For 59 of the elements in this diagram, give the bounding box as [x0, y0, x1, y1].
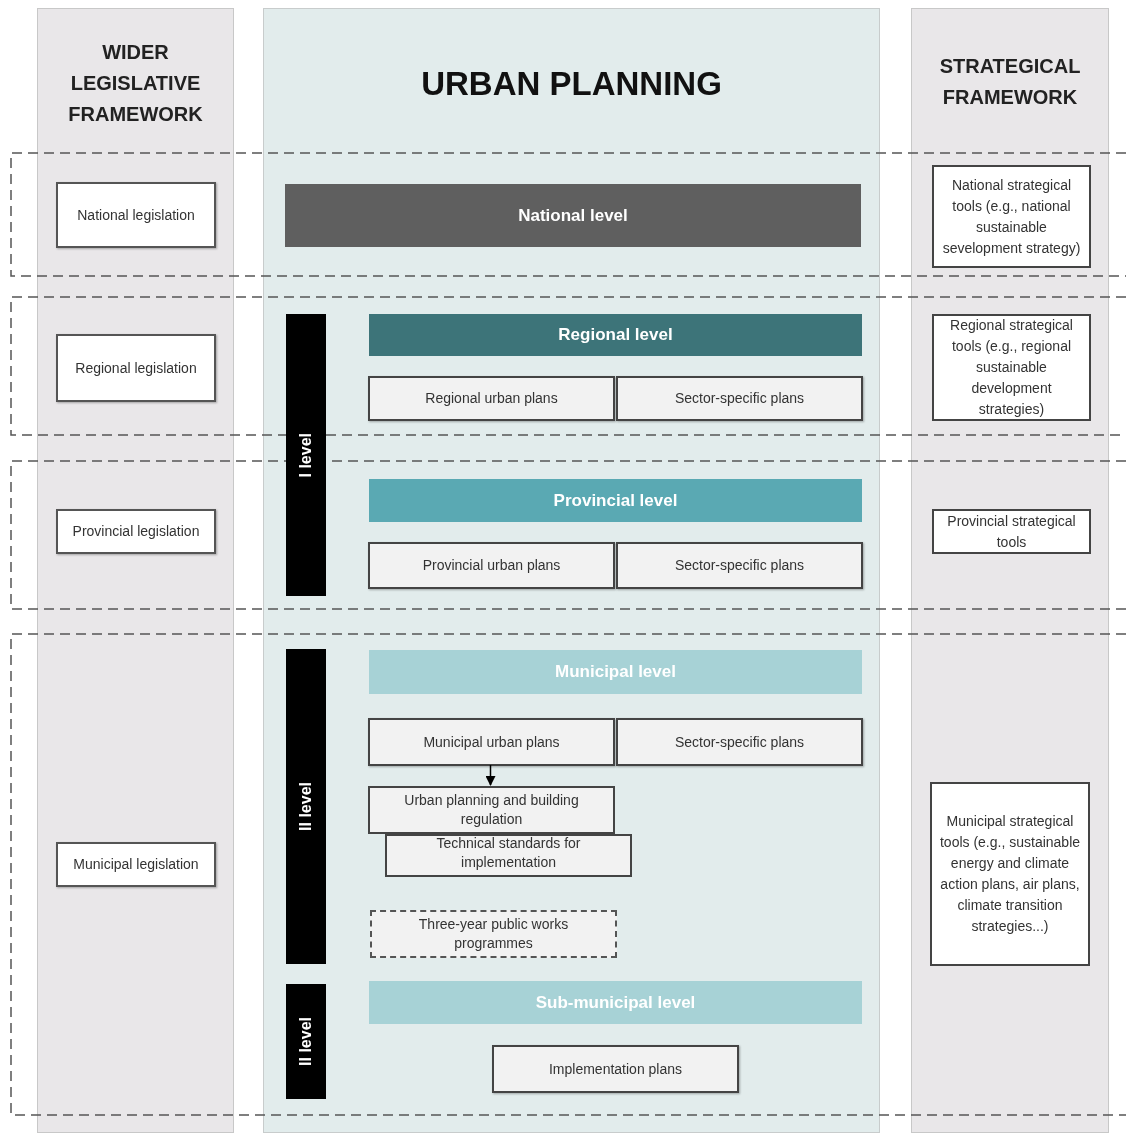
plan-box: [385, 834, 632, 877]
strategy-box: [932, 165, 1091, 268]
column-heading: URBAN PLANNING: [421, 64, 722, 104]
level-banner: [369, 314, 862, 356]
legislation-box: [56, 334, 216, 402]
level-banner: [369, 479, 862, 522]
level-banner: [285, 184, 861, 247]
box-label: Three-year public works programmes: [417, 915, 570, 953]
level-banner: [369, 981, 862, 1024]
level-label: II level: [296, 1017, 315, 1066]
plan-box: [368, 786, 615, 834]
plan-box: [616, 376, 863, 421]
level-title: Sub-municipal level: [535, 991, 696, 1014]
level-title: Regional level: [558, 324, 673, 347]
legislation-box: [56, 182, 216, 248]
level-bar: [286, 314, 326, 596]
box-label: National legislation: [77, 205, 195, 225]
box-label: Sector-specific plans: [674, 732, 805, 752]
column-panel: [37, 8, 234, 1133]
box-label: Implementation plans: [548, 1059, 683, 1079]
legislation-box: [56, 842, 216, 887]
plan-box: [368, 542, 615, 589]
box-label: Urban planning and building regulation: [403, 791, 580, 829]
box-label: Provincial urban plans: [422, 556, 561, 575]
box-label: Regional legislation: [75, 358, 197, 378]
level-title: Provincial level: [553, 489, 678, 512]
strategy-box: [932, 314, 1091, 421]
level-title: Municipal level: [555, 661, 676, 684]
column-panel: [911, 8, 1109, 1133]
box-label: Regional urban plans: [425, 389, 558, 408]
level-label: II level: [296, 782, 315, 831]
column-panel: [263, 8, 880, 1133]
box-label: National strategical tools (e.g., national sustainable sevelopment strategy): [941, 175, 1082, 258]
plan-box: [492, 1045, 739, 1093]
level-bar: [286, 984, 326, 1099]
dashed-plan-box: [370, 910, 617, 958]
box-label: Municipal strategical tools (e.g., sustainable energy and climate action plans, air plans, climate transition strategies...): [938, 812, 1082, 936]
level-title: National level: [518, 204, 628, 227]
level-banner: [369, 650, 862, 694]
level-bar: [286, 649, 326, 964]
strategy-box: [932, 509, 1091, 554]
strategy-box: [930, 782, 1090, 966]
arrow: [485, 764, 496, 786]
box-label: Provincial legislation: [72, 522, 200, 541]
box-label: Technical standards for implementation: [435, 834, 582, 872]
box-label: Provincial strategical tools: [946, 511, 1077, 552]
box-label: Municipal urban plans: [423, 732, 560, 752]
legislation-box: [56, 509, 216, 554]
column-heading: STRATEGICAL FRAMEWORK: [938, 54, 1082, 110]
box-label: Sector-specific plans: [674, 556, 805, 575]
plan-box: [368, 718, 615, 766]
box-label: Municipal legislation: [73, 855, 199, 874]
box-label: Sector-specific plans: [674, 389, 805, 408]
plan-box: [368, 376, 615, 421]
level-label: I level: [296, 432, 315, 478]
plan-box: [616, 718, 863, 766]
box-label: Regional strategical tools (e.g., regional sustainable development strategies): [949, 316, 1074, 419]
plan-box: [616, 542, 863, 589]
column-heading: WIDER LEGISLATIVE FRAMEWORK: [67, 40, 204, 127]
